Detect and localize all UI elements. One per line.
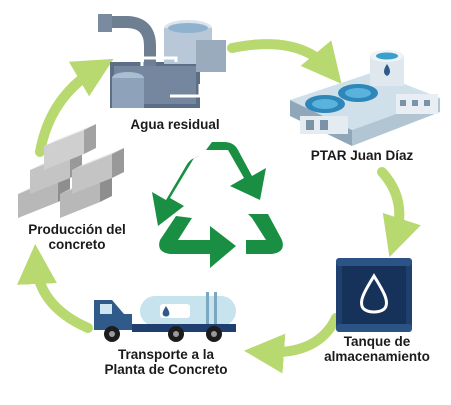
label-tanque-line1: Tanque de	[343, 334, 411, 349]
treatment-plant-icon	[290, 50, 440, 146]
label-ptar: PTAR Juan Díaz	[282, 148, 442, 163]
label-produccion: Producción del concreto	[2, 222, 152, 252]
water-truck-icon	[94, 292, 236, 342]
label-agua-residual-text: Agua residual	[130, 117, 220, 132]
water-tank-icon	[336, 258, 412, 332]
label-produccion-line1: Producción del	[28, 222, 126, 237]
label-ptar-text: PTAR Juan Díaz	[310, 148, 414, 163]
cycle-arrow-transporte-to-produccion	[17, 244, 93, 333]
recycle-icon	[152, 142, 283, 268]
wastewater-plant-icon	[98, 14, 226, 108]
label-tanque-line2: almacenamiento	[324, 349, 430, 364]
label-transporte: Transporte a la Planta de Concreto	[66, 347, 266, 377]
cycle-arrow-tanque-to-transporte	[244, 313, 341, 374]
cycle-arrow-ptar-to-tanque	[377, 167, 421, 258]
cycle-arrow-agua-to-ptar	[227, 39, 342, 84]
label-transporte-line1: Transporte a la	[117, 347, 215, 362]
label-transporte-line2: Planta de Concreto	[104, 362, 228, 377]
label-tanque: Tanque de almacenamiento	[302, 334, 451, 364]
concrete-blocks-icon	[18, 124, 124, 218]
label-agua-residual: Agua residual	[100, 117, 250, 132]
label-produccion-line2: concreto	[48, 237, 106, 252]
cycle-arrow-produccion-to-agua	[35, 58, 114, 157]
